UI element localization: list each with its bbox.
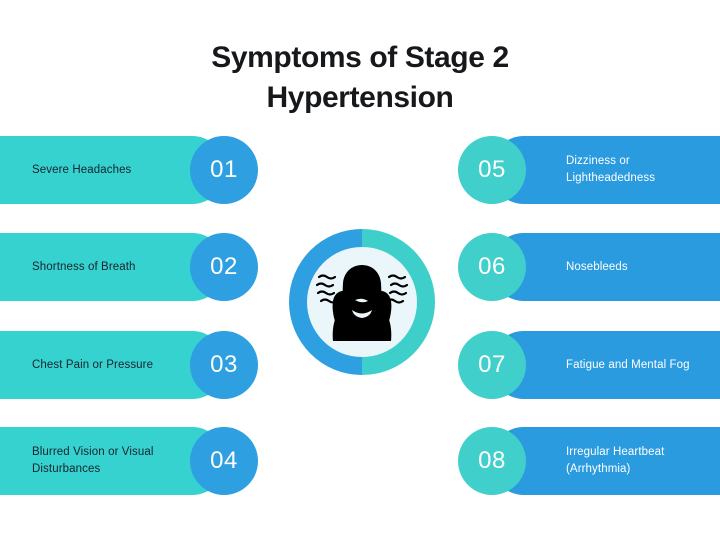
symptom-number-badge: 03	[190, 331, 258, 399]
symptom-number-badge: 02	[190, 233, 258, 301]
symptom-label: Blurred Vision or Visual Disturbances	[32, 446, 154, 475]
symptom-row-07[interactable]: Fatigue and Mental Fog 07	[458, 331, 720, 399]
symptom-bar: Shortness of Breath	[0, 233, 226, 301]
symptom-bar: Fatigue and Mental Fog	[490, 331, 720, 399]
symptom-row-03[interactable]: Chest Pain or Pressure 03	[0, 331, 258, 399]
person-headache-icon	[315, 265, 409, 341]
symptom-number-badge: 04	[190, 427, 258, 495]
page-title-line-1: Symptoms of Stage 2	[211, 41, 509, 74]
symptom-row-02[interactable]: Shortness of Breath 02	[0, 233, 258, 301]
symptom-row-04[interactable]: Blurred Vision or Visual Disturbances 04	[0, 427, 258, 495]
symptom-number-badge: 07	[458, 331, 526, 399]
symptom-bar: Dizziness or Lightheadedness	[490, 136, 720, 204]
symptom-row-05[interactable]: Dizziness or Lightheadedness 05	[458, 136, 720, 204]
symptom-label: Fatigue and Mental Fog	[566, 358, 690, 371]
symptom-bar: Blurred Vision or Visual Disturbances	[0, 427, 226, 495]
symptom-label: Shortness of Breath	[32, 260, 136, 273]
symptom-number-badge: 08	[458, 427, 526, 495]
symptom-row-06[interactable]: Nosebleeds 06	[458, 233, 720, 301]
symptom-bar: Nosebleeds	[490, 233, 720, 301]
symptom-number-badge: 05	[458, 136, 526, 204]
symptom-label: Dizziness or Lightheadedness	[566, 155, 656, 184]
symptom-label: Nosebleeds	[566, 260, 628, 273]
symptom-bar: Severe Headaches	[0, 136, 226, 204]
inner-circle	[307, 247, 417, 357]
page-title: Symptoms of Stage 2 Hypertension	[0, 38, 720, 118]
symptom-label: Irregular Heartbeat (Arrhythmia)	[566, 446, 665, 475]
symptom-bar: Chest Pain or Pressure	[0, 331, 226, 399]
page-title-line-2: Hypertension	[266, 80, 454, 114]
symptom-bar: Irregular Heartbeat (Arrhythmia)	[490, 427, 720, 495]
symptom-label: Chest Pain or Pressure	[32, 358, 154, 371]
symptom-number-badge: 01	[190, 136, 258, 204]
symptom-row-01[interactable]: Severe Headaches 01	[0, 136, 258, 204]
symptom-label: Severe Headaches	[32, 163, 132, 176]
center-illustration	[289, 229, 435, 375]
symptom-row-08[interactable]: Irregular Heartbeat (Arrhythmia) 08	[458, 427, 720, 495]
symptom-number-badge: 06	[458, 233, 526, 301]
